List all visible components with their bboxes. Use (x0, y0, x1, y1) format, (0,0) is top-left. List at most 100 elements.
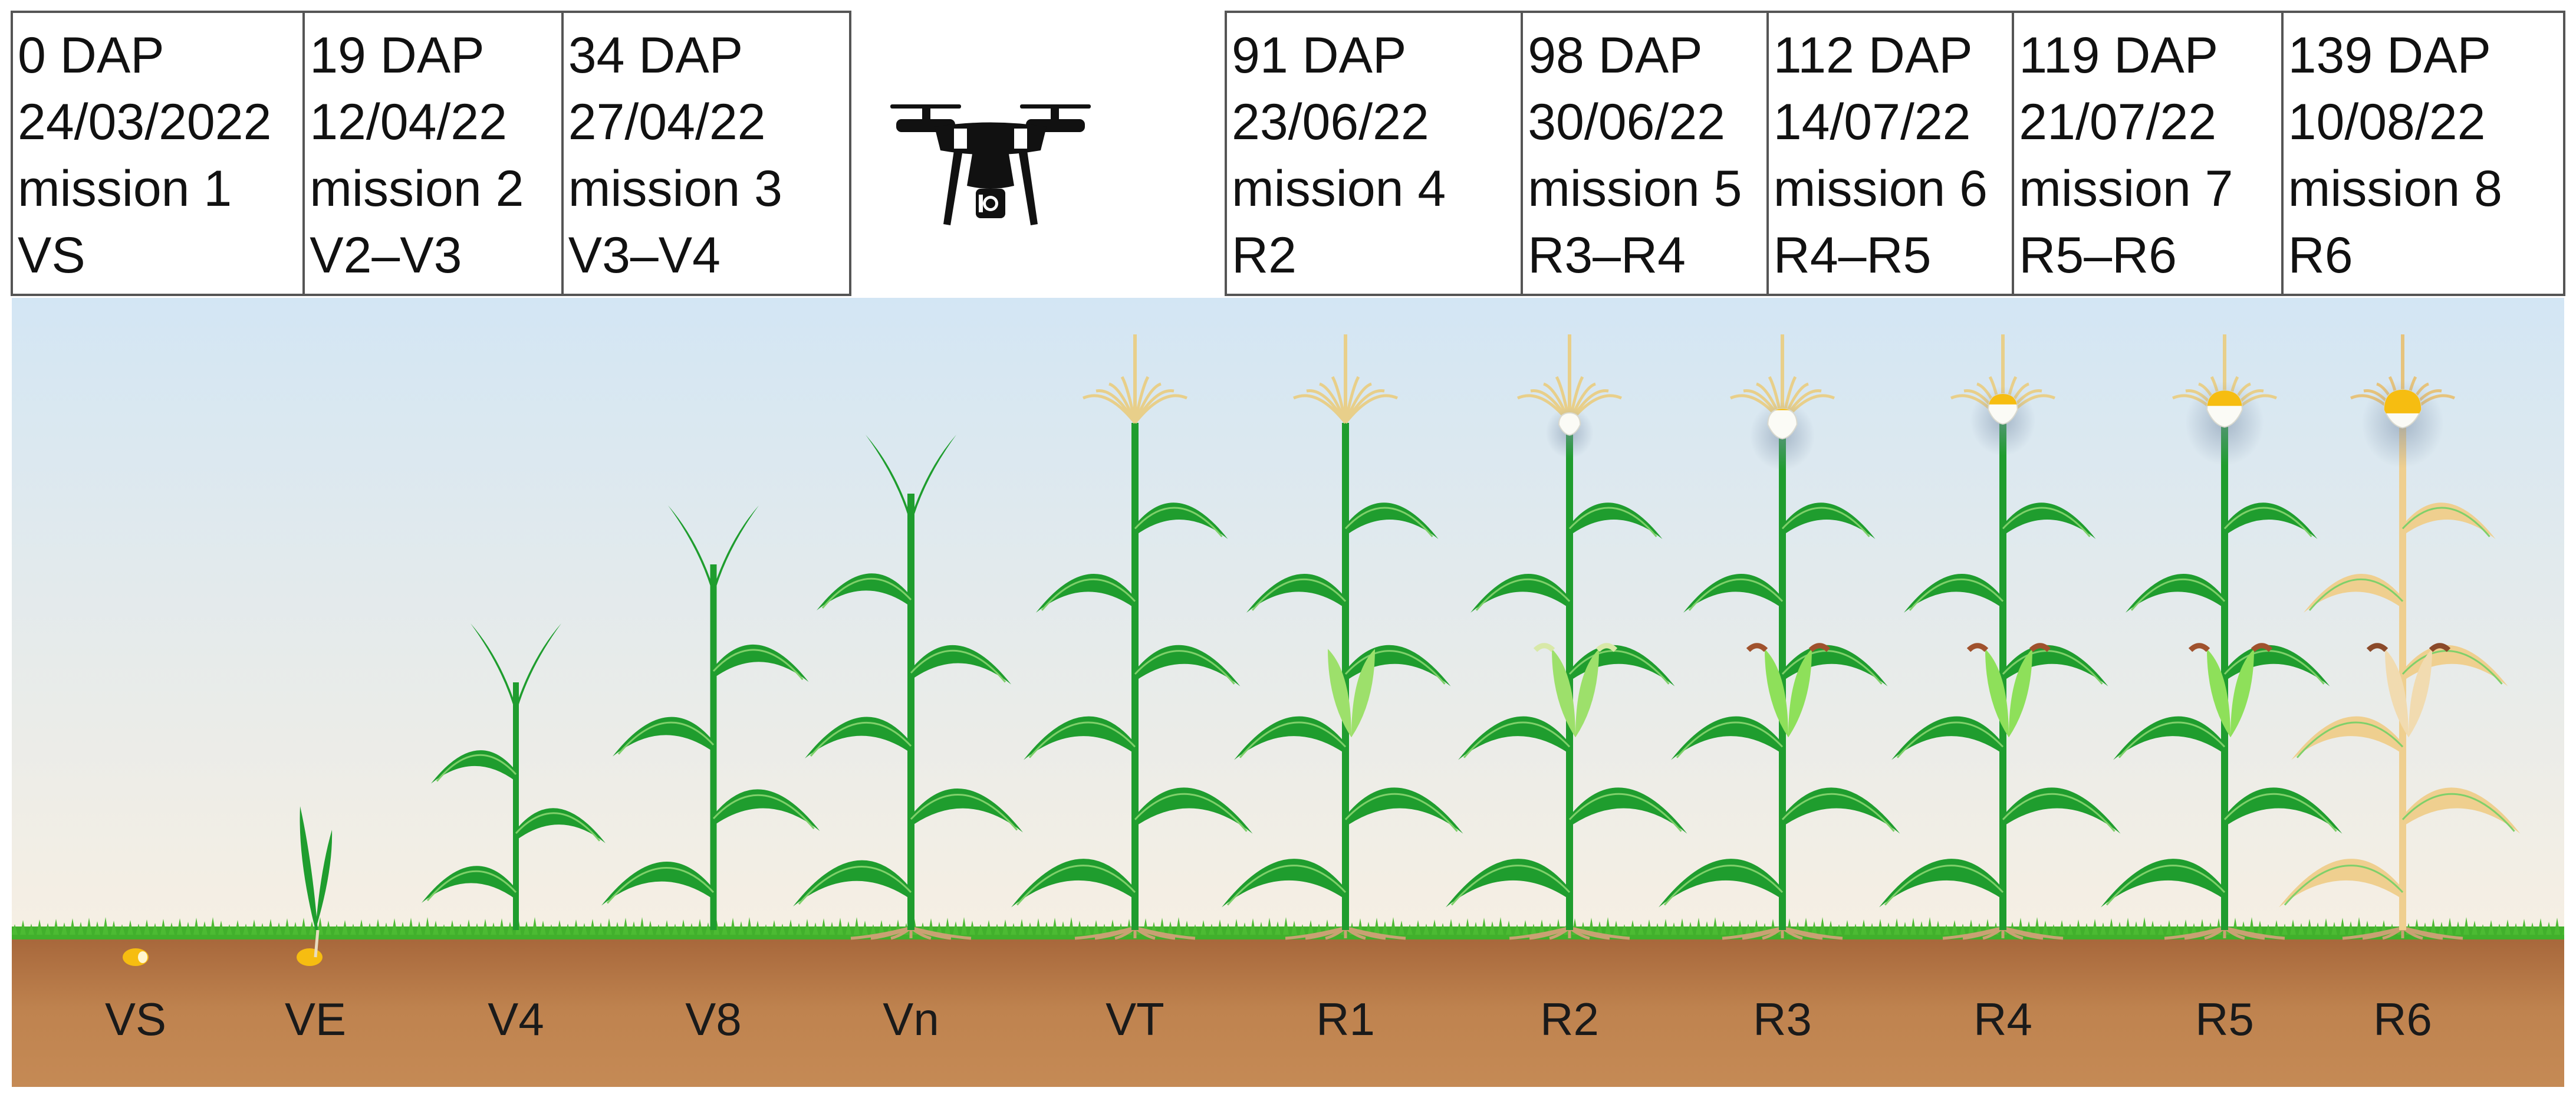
seed-tip (138, 951, 147, 963)
ear-husk (1351, 649, 1375, 738)
mission-date: 21/07/22 (2019, 94, 2217, 150)
root (2224, 926, 2285, 940)
leaf (2101, 859, 2225, 908)
leaf-vein (1041, 578, 1136, 611)
leaf (1782, 787, 1900, 834)
leaf-vein (1239, 721, 1347, 758)
leaf-vein (2002, 650, 2103, 685)
mission-stage: V2–V3 (310, 227, 462, 284)
root (910, 926, 972, 940)
leaf (1135, 787, 1253, 834)
leaf-vein (2223, 650, 2325, 685)
leaf-vein (1028, 721, 1136, 758)
plant-vn (793, 435, 1023, 940)
leaf-vein (2130, 578, 2226, 611)
leaf-vein (2105, 865, 2226, 906)
leaf (911, 789, 1023, 833)
kernel-fill (2207, 390, 2242, 406)
stage-label-v4: V4 (488, 993, 544, 1045)
grass-blades (12, 917, 2564, 935)
leaf-vein (1344, 507, 1433, 537)
leaf-vein (1663, 865, 1784, 906)
leaf-vein (1134, 650, 1235, 685)
leaf-vein (1251, 578, 1347, 611)
leaf (2225, 787, 2343, 834)
ear-silk (1746, 643, 1768, 652)
ear-silk (1808, 643, 1831, 652)
leaf-vein (712, 649, 804, 681)
leaf-vein (1781, 507, 1870, 537)
mission-stage: R5–R6 (2019, 227, 2177, 284)
leaf-vein (2002, 793, 2116, 832)
kernel-fill (1775, 408, 1789, 410)
plant-r1 (1222, 334, 1463, 940)
ear-husk (1765, 649, 1788, 738)
soil (12, 935, 2564, 1087)
mission-dap: 19 DAP (310, 27, 485, 84)
leaf-vein (2223, 793, 2337, 832)
leaf (300, 806, 318, 930)
leaf-vein (1896, 721, 2004, 758)
ear-husk (2230, 649, 2254, 738)
leaf-vein (1568, 793, 1682, 832)
leaf-vein (1568, 507, 1657, 537)
root (1345, 926, 1406, 940)
ear-husk (2207, 649, 2230, 738)
leaf (1222, 859, 1345, 908)
ear-husk (1552, 649, 1575, 738)
mission-dap: 91 DAP (1232, 27, 1407, 84)
mission-date: 27/04/22 (568, 94, 766, 150)
plant-v8 (601, 505, 820, 930)
stage-label-vn: Vn (883, 993, 939, 1045)
leaf-vein (1781, 793, 1895, 832)
leaf-vein (1688, 578, 1784, 611)
leaf-vein (821, 577, 912, 609)
leaf-vein (798, 866, 912, 905)
leaf-vein (2308, 578, 2404, 611)
mission-date: 14/07/22 (1773, 94, 1971, 150)
leaf (315, 830, 333, 930)
mission-mission: mission 2 (310, 160, 524, 217)
leaf-vein (2401, 793, 2515, 832)
root (314, 929, 320, 958)
leaf-vein (910, 794, 1018, 831)
ear-husk (1575, 649, 1599, 738)
leaf-vein (1016, 865, 1136, 906)
leaf-vein (1909, 578, 2004, 611)
leaf-vein (2118, 721, 2226, 758)
root (2002, 926, 2064, 940)
leaf-vein (1475, 578, 1571, 611)
kernel (1767, 408, 1798, 440)
leaf (2279, 859, 2403, 908)
plant-r5 (2101, 334, 2343, 940)
stage-label-r6: R6 (2373, 993, 2432, 1045)
mission-dap: 34 DAP (568, 27, 743, 84)
ear-silk (2429, 643, 2451, 652)
plant-v4 (422, 623, 606, 930)
leaf-vein (1344, 793, 1458, 832)
leaf (1879, 859, 2003, 908)
ear-silk (1595, 643, 1618, 652)
ear-husk (1328, 649, 1351, 738)
plant-vt (1011, 334, 1253, 940)
leaf (1570, 787, 1687, 834)
mission-mission: mission 8 (2288, 160, 2502, 217)
mission-date: 23/06/22 (1232, 94, 1429, 150)
ear-silk (1966, 643, 1989, 652)
leaf (1011, 859, 1135, 908)
ear-husk (1985, 649, 2009, 738)
leaf-vein (1226, 865, 1347, 906)
mission-mission: mission 6 (1773, 160, 1988, 217)
root (1782, 926, 1843, 940)
mission-mission: mission 7 (2019, 160, 2233, 217)
ear-husk (2385, 649, 2409, 738)
root (1569, 926, 1630, 940)
mission-stage: R6 (2288, 227, 2353, 284)
leaf (793, 860, 911, 906)
ear-silk (2029, 643, 2051, 652)
leaf-vein (2284, 865, 2404, 906)
mission-stage: R3–R4 (1528, 227, 1686, 284)
